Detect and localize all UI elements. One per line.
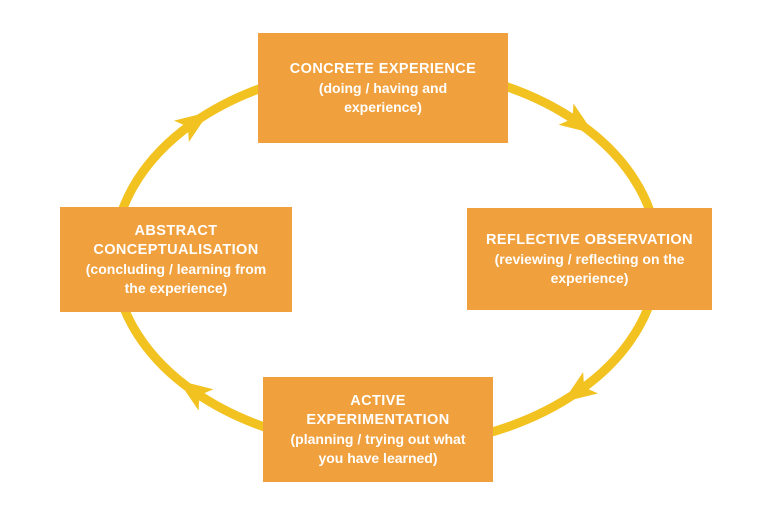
node-concrete-experience: CONCRETE EXPERIENCE (doing / having and … (258, 33, 508, 143)
node-title: ACTIVE EXPERIMENTATION (306, 392, 450, 428)
node-subtitle: (planning / trying out what you have lea… (290, 430, 466, 466)
node-active-experimentation: ACTIVE EXPERIMENTATION (planning / tryin… (263, 377, 493, 482)
arrowhead-top-left-icon (173, 111, 210, 142)
node-title: REFLECTIVE OBSERVATION (486, 231, 693, 248)
node-subtitle: (doing / having and experience) (318, 79, 448, 115)
arrowhead-top-right-icon (558, 103, 594, 134)
node-abstract-conceptualisation: ABSTRACT CONCEPTUALISATION (concluding /… (60, 207, 292, 312)
node-title: ABSTRACT CONCEPTUALISATION (93, 222, 259, 258)
arrowhead-bottom-right-icon (562, 372, 599, 403)
node-title: CONCRETE EXPERIENCE (289, 60, 477, 77)
node-subtitle: (concluding / learning from the experien… (85, 260, 267, 296)
node-subtitle: (reviewing / reflecting on the experienc… (494, 250, 685, 286)
arrowhead-bottom-left-icon (178, 380, 214, 411)
node-reflective-observation: REFLECTIVE OBSERVATION (reviewing / refl… (467, 208, 712, 310)
